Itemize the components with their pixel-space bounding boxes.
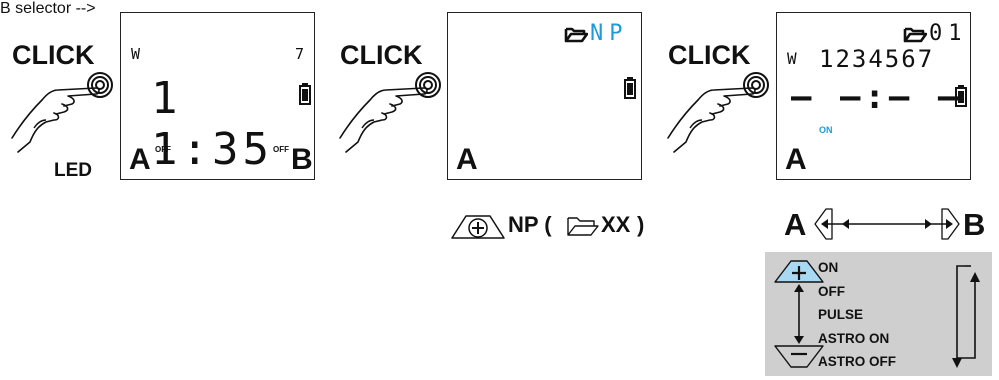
on-indicator: ON <box>819 125 833 135</box>
menu-item-pulse: PULSE <box>818 307 864 322</box>
channel-a-label: A <box>785 143 807 176</box>
battery-icon <box>955 85 967 107</box>
plus-button-icon <box>451 215 505 239</box>
time-display: – –:– – <box>791 77 963 117</box>
menu-item-off: OFF <box>818 284 845 299</box>
channel-b-label: B <box>291 143 313 176</box>
channel-a-label: A <box>129 143 151 176</box>
weekdays-row: 1234567 <box>819 45 935 73</box>
led-label: LED <box>54 160 92 181</box>
lcd-screen-2: NP A <box>447 12 642 180</box>
lcd-screen-1: W 7 1 1:35 A OFF OFF B <box>120 12 315 180</box>
battery-icon <box>624 77 636 99</box>
channel-b-label: B <box>963 207 986 242</box>
folder-icon <box>903 27 927 43</box>
plus-button-icon <box>774 260 824 283</box>
time-display: 1 1:35 <box>151 73 273 175</box>
menu-item-astro-on: ASTRO ON <box>818 331 890 346</box>
np-caption-folder: XX <box>601 212 631 237</box>
np-caption-label: NP ( <box>508 212 552 237</box>
channel-a-label: A <box>456 143 478 176</box>
mode-menu: ON OFF PULSE ASTRO ON ASTRO OFF <box>765 252 992 376</box>
click-label-3: CLICK <box>668 40 751 70</box>
week-indicator: W <box>787 49 797 68</box>
menu-item-astro-off: ASTRO OFF <box>818 354 896 369</box>
program-number: 01 <box>929 21 968 46</box>
np-indicator: NP <box>590 21 629 46</box>
np-caption-close: ) <box>637 212 645 237</box>
minus-button-icon <box>774 345 824 368</box>
up-down-arrow-icon <box>794 284 804 344</box>
channel-a-off: OFF <box>155 145 171 154</box>
folder-icon <box>564 27 588 43</box>
pointing-hand-icon <box>11 72 113 153</box>
folder-icon <box>567 217 599 236</box>
lcd-screen-3: 01 W 1234567 – –:– – ON A <box>776 12 971 180</box>
menu-item-on: ON <box>818 260 839 275</box>
pointing-hand-icon <box>339 72 441 153</box>
cycle-arrow-icon <box>952 265 980 368</box>
click-label-2: CLICK <box>340 40 423 70</box>
week-indicator: W <box>131 45 141 63</box>
channel-toggle-arrows-icon <box>814 208 960 240</box>
channel-a-label: A <box>784 207 807 242</box>
day-indicator: 7 <box>295 45 305 63</box>
channel-b-off: OFF <box>273 145 289 154</box>
click-label-1: CLICK <box>12 40 95 70</box>
battery-icon <box>299 83 311 105</box>
pointing-hand-icon <box>667 72 769 153</box>
